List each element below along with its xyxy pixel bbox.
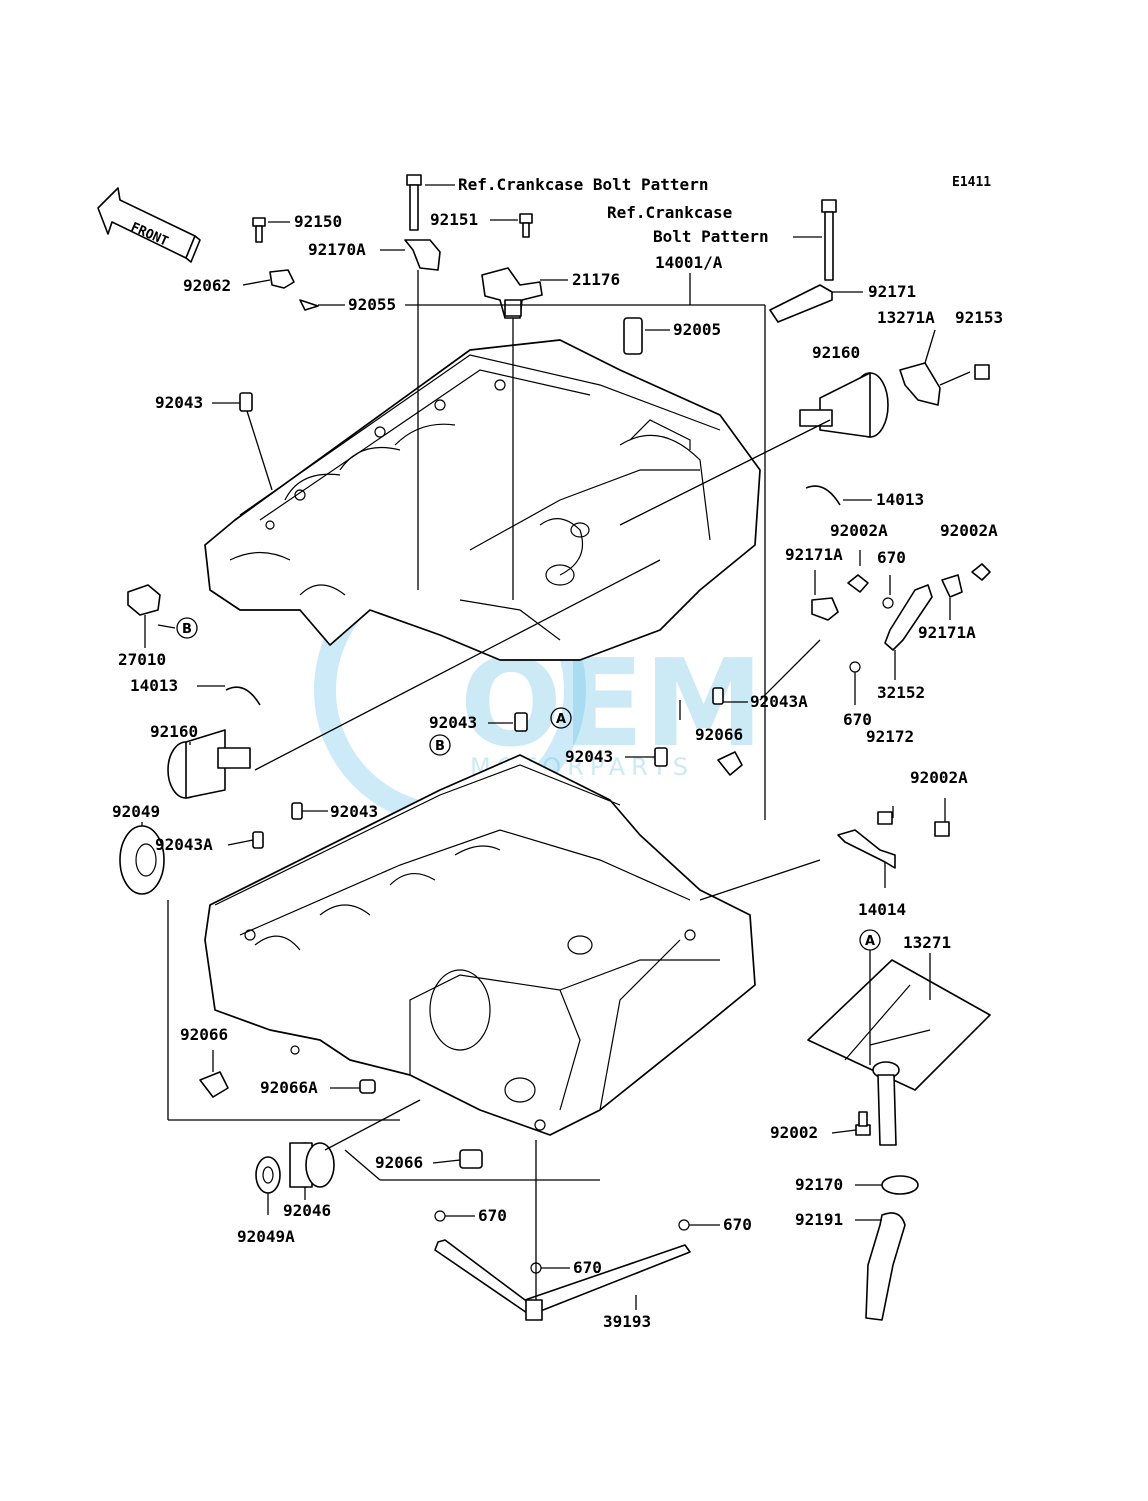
- plug-92066-mid: [717, 751, 743, 776]
- dowel-92043-low: [291, 802, 303, 820]
- callout-b-circle-mid: [429, 734, 451, 756]
- dowel-92043-mid2: [654, 747, 668, 767]
- oil-pipe-assembly: [811, 563, 991, 673]
- ref-note-top: Ref.Crankcase Bolt Pattern: [458, 175, 708, 194]
- label-13271: 13271: [903, 933, 951, 952]
- dowel-92043-mid: [514, 712, 528, 732]
- label-92150: 92150: [294, 212, 342, 231]
- label-14014: 14014: [858, 900, 906, 919]
- label-32152: 32152: [877, 683, 925, 702]
- label-92002: 92002: [770, 1123, 818, 1142]
- front-arrow: FRONT: [97, 187, 201, 263]
- oil-screen-13271: [807, 959, 991, 1146]
- callout-b-mid: B: [435, 739, 445, 754]
- label-92043-mid2: 92043: [565, 747, 613, 766]
- label-92170a: 92170A: [308, 240, 366, 259]
- label-92171: 92171: [868, 282, 916, 301]
- callout-b-circle-left: [176, 617, 198, 639]
- label-14013-right: 14013: [876, 490, 924, 509]
- plate-14014: [837, 811, 950, 869]
- clip-14013-right: [805, 485, 841, 506]
- label-92043-low: 92043: [330, 802, 378, 821]
- label-92043-mid: 92043: [429, 713, 477, 732]
- label-92062: 92062: [183, 276, 231, 295]
- upper-crankcase: [204, 339, 761, 661]
- label-92043a-mid: 92043A: [750, 692, 808, 711]
- clip-14013-left: [225, 686, 261, 706]
- label-92153: 92153: [955, 308, 1003, 327]
- oil-pipe-39193: [434, 1210, 691, 1321]
- label-92066-mid: 92066: [695, 725, 743, 744]
- label-92160-left: 92160: [150, 722, 198, 741]
- label-92055: 92055: [348, 295, 396, 314]
- label-27010: 27010: [118, 650, 166, 669]
- leader-lines: [141, 184, 971, 1310]
- bearing-92046: [289, 1142, 335, 1188]
- label-14013-left: 14013: [130, 676, 178, 695]
- label-92046: 92046: [283, 1201, 331, 1220]
- label-92191: 92191: [795, 1210, 843, 1229]
- label-92005: 92005: [673, 320, 721, 339]
- ref-note-right-line2: Bolt Pattern: [653, 227, 769, 246]
- plug-92066-bottom: [459, 1149, 483, 1169]
- seal-92049a: [255, 1156, 281, 1194]
- label-14001a: 14001/A: [655, 253, 723, 272]
- label-92043-top: 92043: [155, 393, 203, 412]
- switch-27010: [127, 584, 161, 616]
- shaft-92160-left: [167, 729, 251, 799]
- plate-13271a: [899, 362, 990, 406]
- label-92043a-left: 92043A: [155, 835, 213, 854]
- label-92049a: 92049A: [237, 1227, 295, 1246]
- label-670-4: 670: [723, 1215, 752, 1234]
- hose-92191: [865, 1175, 919, 1321]
- label-92160-top: 92160: [812, 343, 860, 362]
- bolt-92150: [252, 217, 319, 311]
- shaft-92160-top: [799, 372, 889, 438]
- callout-a-mid: A: [556, 712, 566, 727]
- label-670-1: 670: [877, 548, 906, 567]
- callout-a-right: A: [865, 934, 875, 949]
- label-92171a-2: 92171A: [918, 623, 976, 642]
- plug-92066-left: [199, 1071, 229, 1098]
- label-39193: 39193: [603, 1312, 651, 1331]
- dowel-92043-top: [239, 392, 253, 412]
- sensor-21176: [481, 213, 543, 319]
- bolt-92002: [855, 1111, 871, 1136]
- label-21176: 21176: [572, 270, 620, 289]
- label-92002a-3: 92002A: [910, 768, 968, 787]
- dowel-92005: [623, 317, 643, 355]
- label-92171a-1: 92171A: [785, 545, 843, 564]
- label-92066-left: 92066: [180, 1025, 228, 1044]
- plug-92066a: [359, 1079, 376, 1094]
- label-92002a-2: 92002A: [940, 521, 998, 540]
- label-670-2: 670: [843, 710, 872, 729]
- label-670-5: 670: [573, 1258, 602, 1277]
- callout-b-left: B: [182, 622, 192, 637]
- dowel-92043a-left: [252, 831, 264, 849]
- label-92066a: 92066A: [260, 1078, 318, 1097]
- label-92066-bottom: 92066: [375, 1153, 423, 1172]
- bracket-92171: [769, 199, 837, 323]
- label-92002a-1: 92002A: [830, 521, 888, 540]
- label-92151: 92151: [430, 210, 478, 229]
- ref-note-right-line1: Ref.Crankcase: [607, 203, 732, 222]
- label-92049: 92049: [112, 802, 160, 821]
- dowel-92043a-mid: [712, 687, 724, 705]
- label-92170: 92170: [795, 1175, 843, 1194]
- label-92172: 92172: [866, 727, 914, 746]
- lower-crankcase: [204, 754, 756, 1136]
- long-bolt-top: [404, 174, 441, 271]
- label-670-3: 670: [478, 1206, 507, 1225]
- label-13271a: 13271A: [877, 308, 935, 327]
- callout-a-circle-mid: [550, 707, 572, 729]
- diagram-code: E1411: [952, 175, 991, 190]
